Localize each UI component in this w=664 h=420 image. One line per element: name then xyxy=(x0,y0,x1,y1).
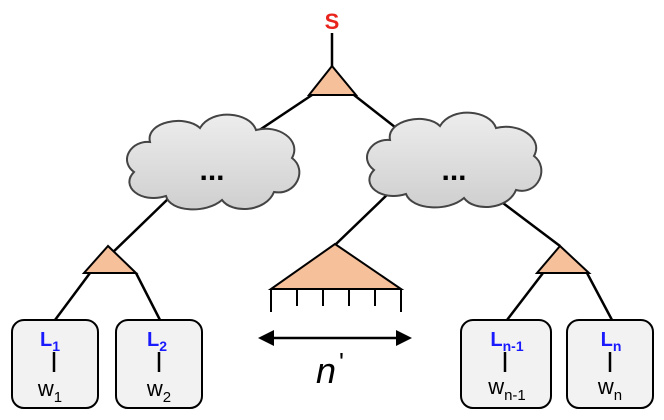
cloud-left-ellipsis: ... xyxy=(199,154,224,187)
leaf-word-4: wn xyxy=(597,374,622,404)
edge-root-left xyxy=(257,93,313,133)
root-triangle xyxy=(306,64,359,96)
leaf-label-2: L2 xyxy=(147,329,167,354)
leaf-word-1: w1 xyxy=(37,376,62,406)
span-triangle xyxy=(267,242,405,290)
span-length-label: n' xyxy=(316,347,344,391)
tree-edges xyxy=(53,93,614,321)
cloud-right-ellipsis: ... xyxy=(441,154,466,187)
leaf-label-3: Ln-1 xyxy=(490,329,523,354)
leaf-box-3: Ln-1 wn-1 xyxy=(460,319,552,409)
leaf-label-4: Ln xyxy=(601,329,622,354)
edge-tri-left-l1 xyxy=(53,272,92,321)
span-comb xyxy=(270,289,402,312)
leaf-word-3: wn-1 xyxy=(487,374,526,404)
edge-tri-right-ln xyxy=(585,272,614,321)
edge-tri-right-ln1 xyxy=(506,272,544,321)
edge-rightcloud-subtree xyxy=(334,191,391,246)
edge-tri-left-l2 xyxy=(134,272,162,321)
leaf-label-1: L1 xyxy=(40,329,60,354)
edge-root-right xyxy=(353,94,401,132)
span-arrow xyxy=(258,330,412,346)
cloud-left: ... xyxy=(126,113,301,211)
root-label: S xyxy=(325,9,340,34)
edge-rightcloud-right xyxy=(494,196,561,247)
leaf-box-4: Ln wn xyxy=(566,319,654,409)
edge-leftcloud-subtree xyxy=(107,196,171,258)
triangle-left xyxy=(81,244,139,274)
leaf-box-2: L2 w2 xyxy=(115,319,203,409)
leaf-word-2: w2 xyxy=(146,376,171,406)
triangle-right xyxy=(534,244,592,274)
cloud-right: ... xyxy=(366,111,543,209)
leaf-box-1: L1 w1 xyxy=(11,319,99,409)
